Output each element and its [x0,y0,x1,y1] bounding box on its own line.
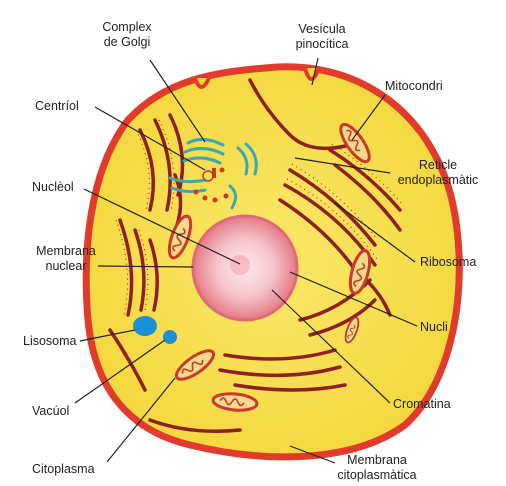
label-vacuol: Vacúol [32,404,69,419]
label-reticle: Reticle endoplasmàtic [378,158,498,188]
label-golgi-line2: de Golgi [82,35,172,50]
label-nucli: Nucli [420,320,448,335]
label-membrana-cito-line2: citoplasmàtica [322,468,432,483]
label-vesicula-line2: pinocítica [277,37,367,52]
label-vesicula: Vesícula pinocítica [277,22,367,52]
label-membrana-cito-line1: Membrana [322,453,432,468]
lysosome [133,316,157,336]
label-membrana-nuclear: Membrana nuclear [26,244,106,274]
label-mitocondri: Mitocondri [385,79,443,94]
label-centriol: Centríol [35,99,79,114]
label-reticle-line2: endoplasmàtic [378,173,498,188]
label-vesicula-line1: Vesícula [277,22,367,37]
label-citoplasma: Citoplasma [32,462,95,477]
label-golgi-line1: Complex [82,20,172,35]
label-lisosoma: Lisosoma [23,334,77,349]
label-membrana-nuclear-line1: Membrana [26,244,106,259]
label-nucleol: Nuclèol [32,180,74,195]
label-reticle-line1: Reticle [378,158,498,173]
label-cromatina: Cromatina [393,397,451,412]
label-membrana-citoplasmatica: Membrana citoplasmàtica [322,453,432,483]
label-membrana-nuclear-line2: nuclear [26,259,106,274]
label-ribosoma: Ribosoma [420,255,476,270]
membrane-fold [195,78,209,87]
vacuole [163,330,177,344]
label-golgi: Complex de Golgi [82,20,172,50]
nucleolus [230,255,250,275]
